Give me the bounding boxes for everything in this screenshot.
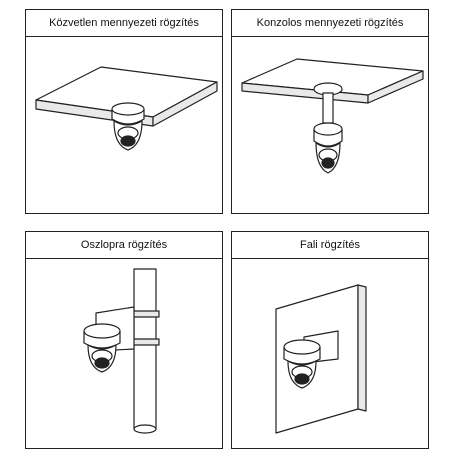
ceiling-pendant-illustration — [241, 58, 424, 174]
panel-pole — [25, 258, 223, 449]
mounting-options-grid: Közvetlen mennyezeti rögzítés Konzolos m… — [25, 9, 429, 449]
panel-title-wall: Fali rögzítés — [231, 231, 429, 259]
pole — [133, 268, 157, 430]
ceiling-direct-illustration — [35, 66, 218, 151]
panel-title-ceiling-direct: Közvetlen mennyezeti rögzítés — [25, 9, 223, 37]
clamp-band — [130, 310, 160, 318]
panel-ceiling-pendant — [231, 36, 429, 214]
panel-title-pole: Oszlopra rögzítés — [25, 231, 223, 259]
wall-illustration — [275, 284, 367, 434]
pendant-arm — [322, 92, 334, 124]
panel-title-ceiling-pendant: Konzolos mennyezeti rögzítés — [231, 9, 429, 37]
panel-ceiling-direct — [25, 36, 223, 214]
pole-illustration — [83, 268, 160, 434]
panel-wall — [231, 258, 429, 449]
